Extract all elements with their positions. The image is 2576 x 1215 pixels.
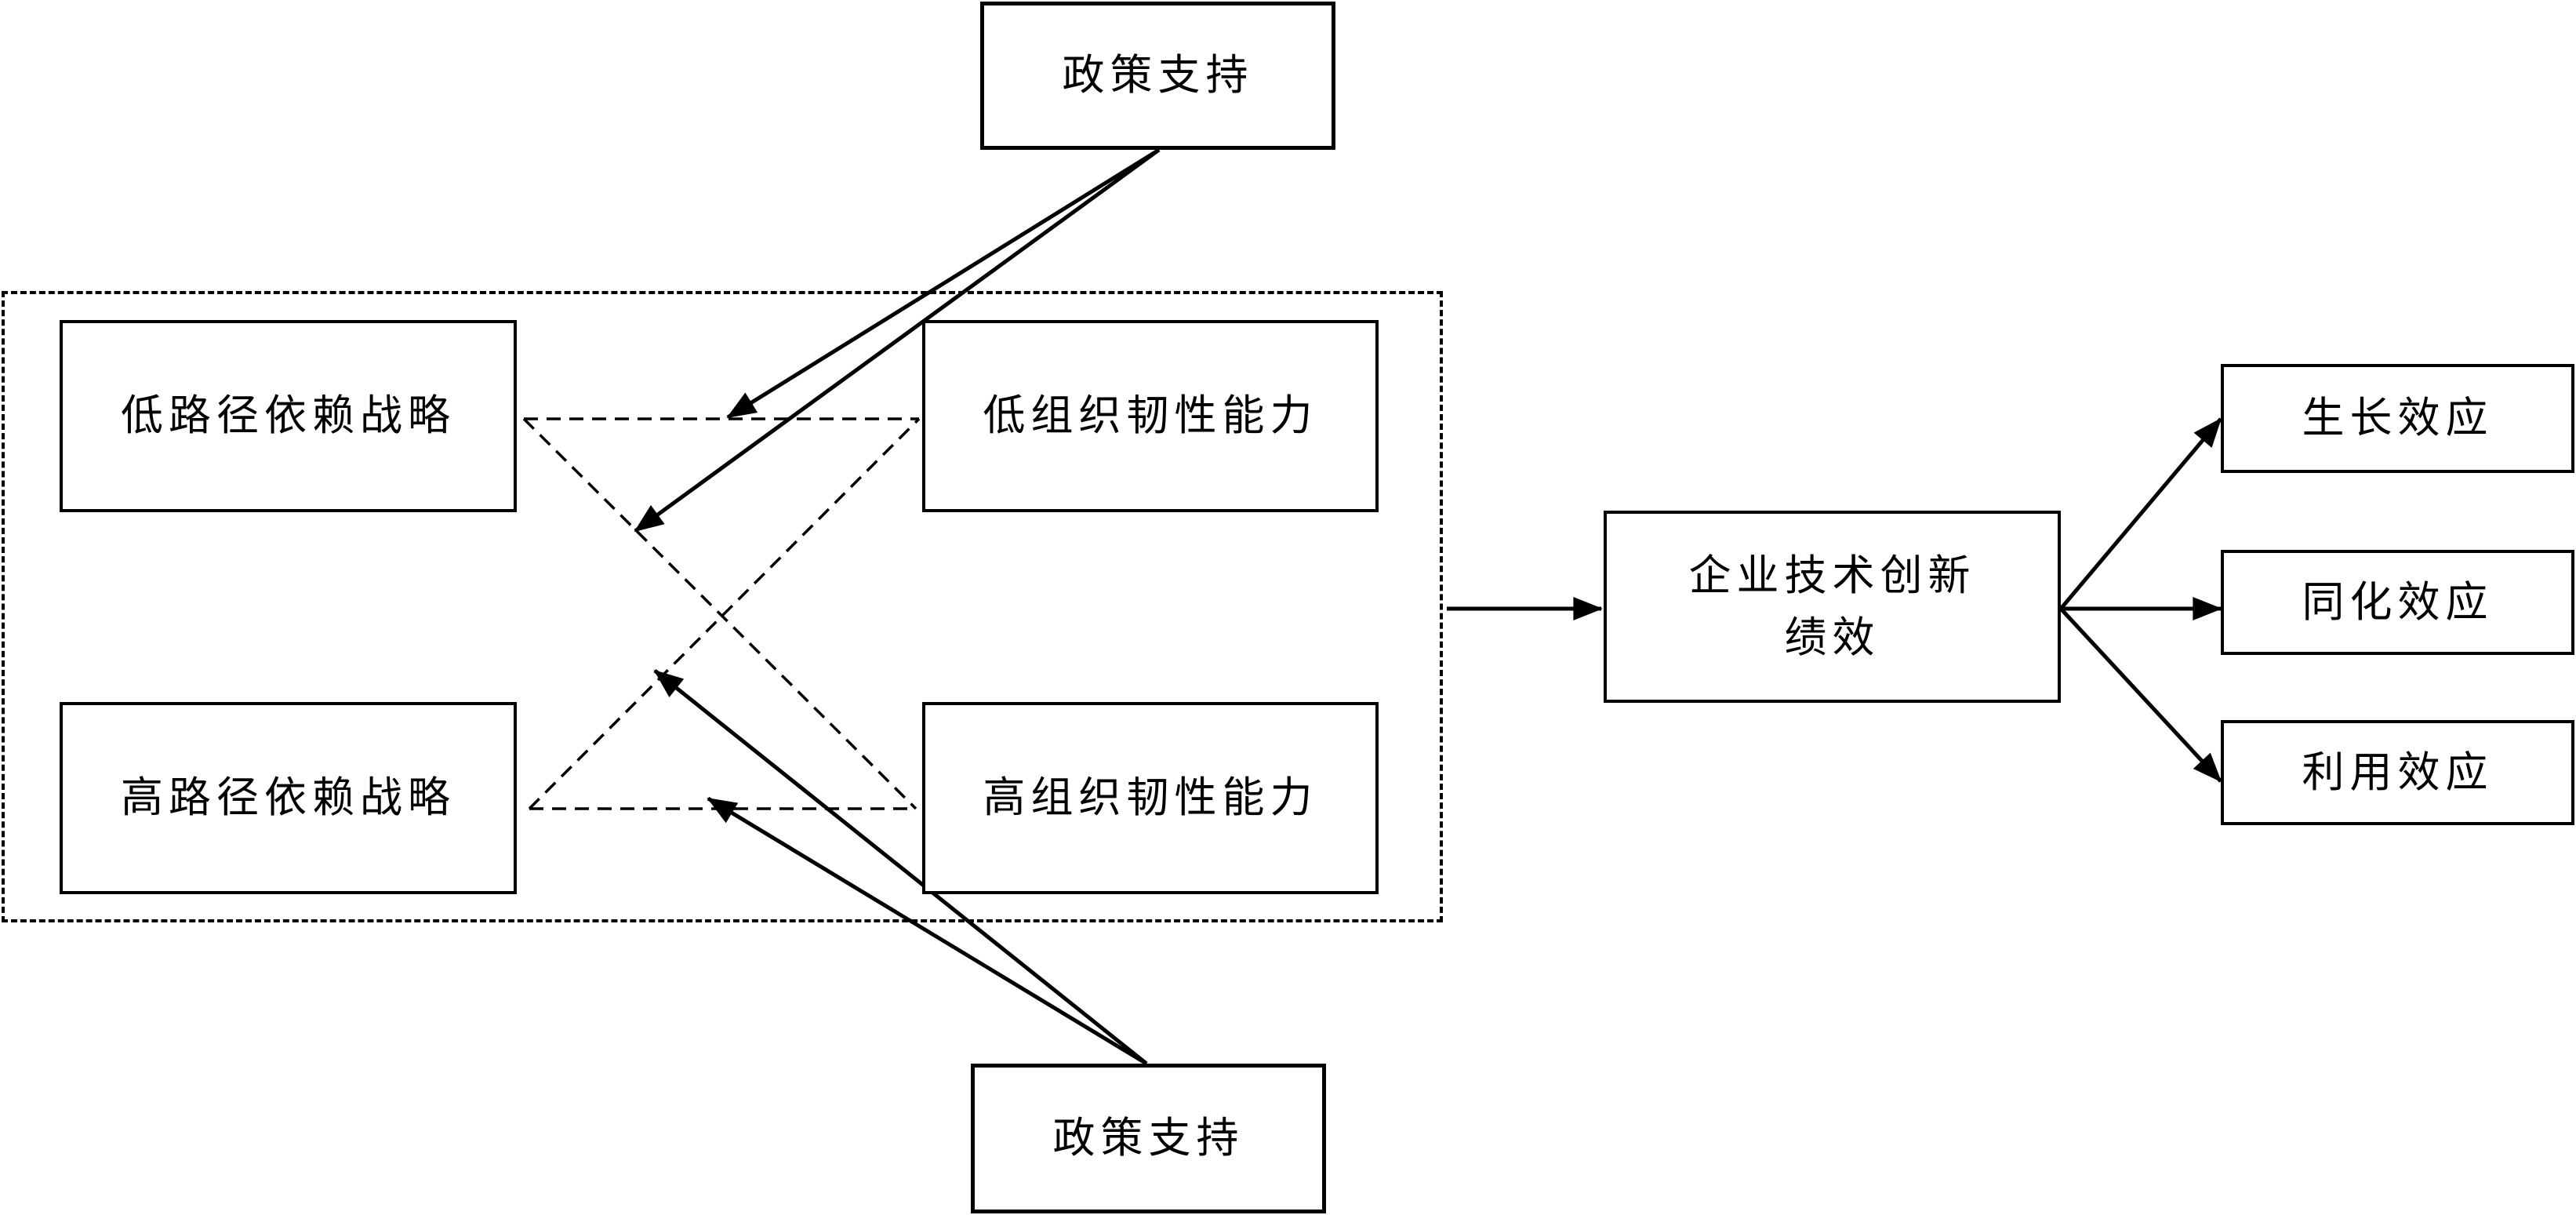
- policy-support-top-box: 政策支持: [980, 2, 1335, 150]
- high-path-dependence-strategy-box: 高路径依赖战略: [60, 702, 517, 894]
- low-path-dependence-strategy-label: 低路径依赖战略: [121, 391, 456, 441]
- strategy-resilience-group-frame: [2, 291, 1443, 922]
- low-organizational-resilience-label: 低组织韧性能力: [983, 391, 1318, 441]
- innovation-performance-label-line1: 企业技术创新: [1688, 551, 1976, 601]
- assimilation-effect-label: 同化效应: [2302, 577, 2494, 627]
- low-organizational-resilience-box: 低组织韧性能力: [922, 320, 1379, 512]
- dashed-link-low-strategy-high-resilience: [522, 417, 917, 810]
- arrow-policy-top-to-cross: [634, 147, 1161, 533]
- arrow-policy-top-to-low-link: [726, 147, 1161, 420]
- policy-support-bottom-label: 政策支持: [1052, 1113, 1244, 1163]
- arrow-policy-bottom-to-high-link: [707, 796, 1148, 1066]
- high-path-dependence-strategy-label: 高路径依赖战略: [121, 773, 456, 823]
- arrow-policy-bottom-to-cross: [653, 669, 1148, 1065]
- arrow-performance-to-growth: [2059, 417, 2222, 610]
- growth-effect-box: 生长效应: [2221, 364, 2574, 473]
- growth-effect-label: 生长效应: [2302, 393, 2494, 443]
- policy-support-bottom-box: 政策支持: [971, 1064, 1326, 1213]
- utilization-effect-label: 利用效应: [2302, 747, 2494, 797]
- low-path-dependence-strategy-box: 低路径依赖战略: [60, 320, 517, 512]
- assimilation-effect-box: 同化效应: [2221, 550, 2574, 655]
- innovation-performance-label-line2: 绩效: [1784, 612, 1880, 662]
- utilization-effect-box: 利用效应: [2221, 720, 2574, 825]
- policy-support-top-label: 政策支持: [1062, 50, 1254, 100]
- innovation-performance-box: 企业技术创新 绩效: [1604, 511, 2061, 703]
- arrow-performance-to-utilization: [2059, 607, 2222, 783]
- high-organizational-resilience-box: 高组织韧性能力: [922, 702, 1379, 894]
- high-organizational-resilience-label: 高组织韧性能力: [983, 773, 1318, 823]
- dashed-link-high-strategy-low-resilience: [528, 417, 921, 810]
